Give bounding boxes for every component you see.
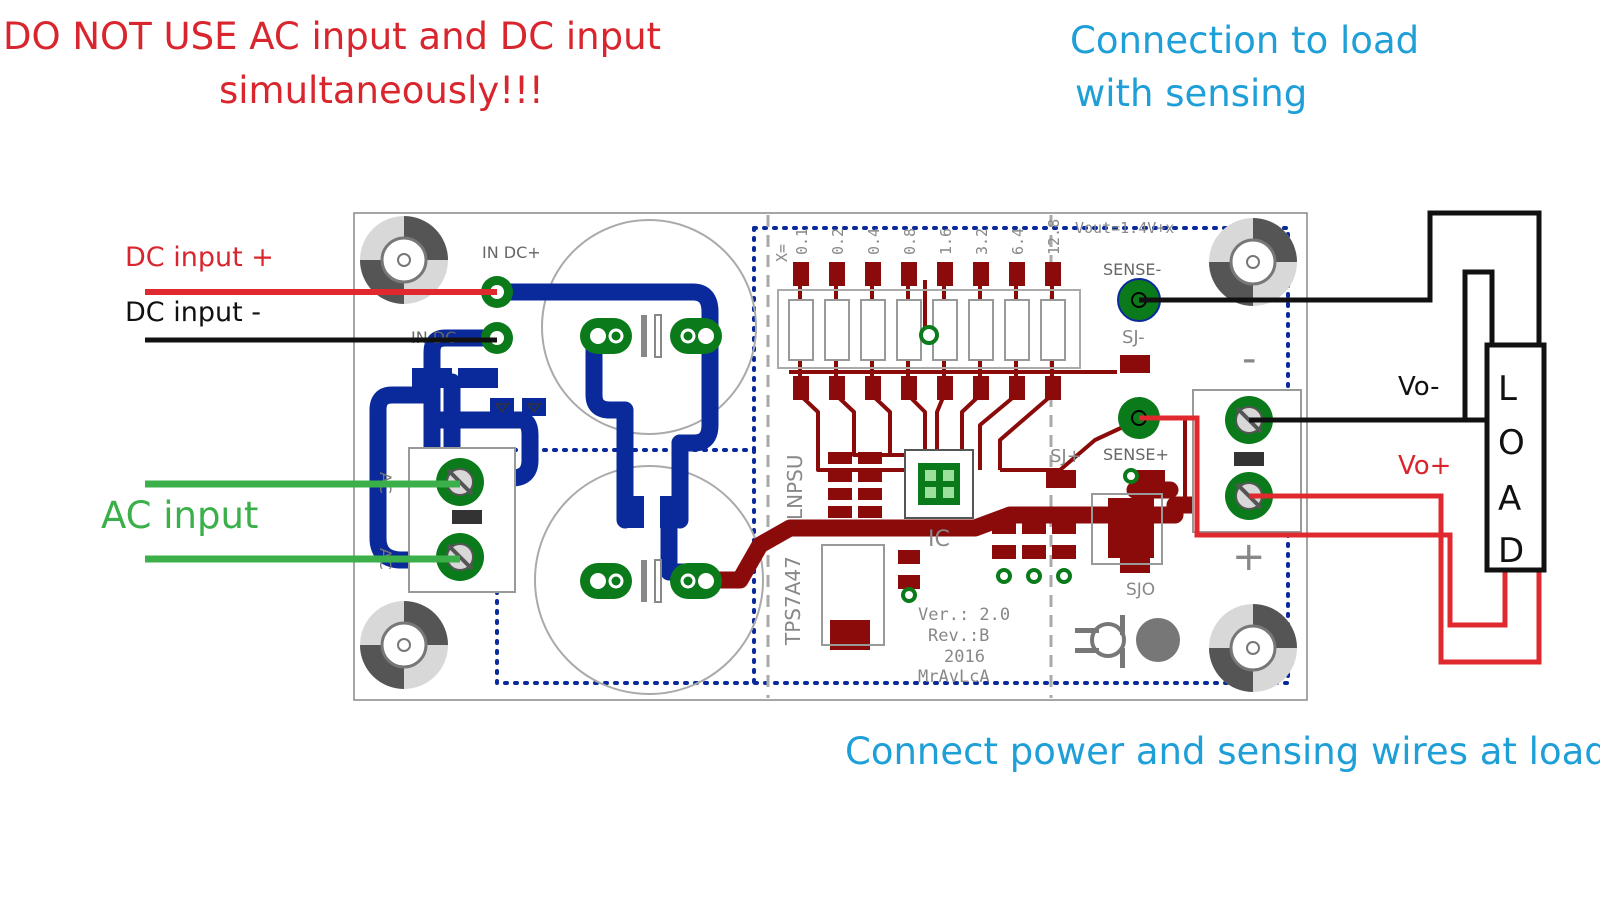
switch-value-label: 0.4: [865, 228, 883, 255]
ac-input-label: AC input: [101, 494, 259, 537]
tps-label: TPS7A47: [781, 556, 805, 646]
capacitor-bottom-pads: [580, 559, 722, 603]
sj-minus-label: SJ-: [1122, 327, 1145, 348]
ic-label: IC: [928, 527, 950, 552]
mounting-hole-tr: [1209, 218, 1297, 306]
vout-label: Vout=1.4V+x: [1075, 219, 1174, 237]
dc-input-plus-label: DC input +: [125, 242, 274, 273]
terminal-plus-label: +: [1232, 534, 1266, 580]
bottom-note: Connect power and sensing wires at load: [845, 730, 1600, 773]
capacitor-outline-top: [541, 219, 757, 435]
logo-bug: [1075, 615, 1180, 668]
switch-value-label: 6.4: [1009, 228, 1027, 255]
warning-text-line1: DO NOT USE AC input and DC input: [3, 15, 662, 58]
warning-text-line2: simultaneously!!!: [219, 69, 544, 112]
capacitor-outline-bottom: [534, 465, 764, 695]
sjo-label: SJO: [1126, 580, 1155, 600]
wire-sense-plus: [1139, 415, 1508, 628]
smd-outlines: [821, 493, 1163, 646]
mounting-hole-bl: [360, 601, 448, 689]
version-label: Ver.: 2.0: [918, 605, 1010, 625]
ground-pour-outline: [495, 226, 1290, 685]
author-label: MrAvLcA: [918, 667, 990, 687]
connection-title-line2: with sensing: [1075, 72, 1308, 115]
load-letter: L: [1498, 369, 1517, 409]
dip-switch-pads: [793, 262, 1061, 400]
load-letter: D: [1498, 531, 1525, 571]
via: [919, 325, 939, 345]
vo-minus-label: Vo-: [1398, 372, 1440, 402]
load-letter: O: [1498, 423, 1525, 463]
load-box: [1484, 342, 1547, 573]
lnpsu-label: LNPSU: [783, 455, 807, 521]
switch-value-label: 0.2: [829, 228, 847, 255]
year-label: 2016: [944, 647, 985, 667]
sense-minus-label: SENSE-: [1103, 260, 1161, 279]
switch-value-label: 0.8: [901, 228, 919, 255]
blue-diode-pads: [412, 368, 682, 528]
in-dc-plus-label: IN DC+: [482, 243, 541, 262]
switch-value-label: 1.6: [937, 228, 955, 255]
switch-value-label: 0.1: [793, 228, 811, 255]
switch-value-label: 3.2: [973, 228, 991, 255]
dc-input-minus-label: DC input -: [125, 297, 262, 328]
revision-label: Rev.:B: [928, 626, 989, 646]
dip-switch-outline: [777, 289, 1081, 369]
wire-sense-minus: [1139, 210, 1542, 345]
diode-symbols: [494, 403, 542, 414]
regulator-ic: [904, 449, 974, 519]
mounting-hole-br: [1209, 604, 1297, 692]
test-pads: [901, 468, 1139, 603]
sense-plus-label: SENSE+: [1103, 445, 1169, 464]
load-letter: A: [1498, 479, 1522, 519]
x-label: X=: [773, 244, 791, 262]
switch-value-label: 12.8: [1045, 219, 1063, 255]
smd-components: [828, 355, 1165, 650]
wire-vo-plus: [1249, 493, 1542, 665]
capacitor-top-pads: [580, 314, 722, 358]
terminal-minus-label: -: [1242, 336, 1256, 382]
connection-title-line1: Connection to load: [1070, 19, 1420, 62]
vo-plus-label: Vo+: [1398, 451, 1452, 481]
sj-plus-label: SJ+: [1050, 446, 1082, 467]
dip-value-labels: 0.1 0.2 0.4 0.8 1.6 3.2 6.4 12.8 X=: [773, 219, 1063, 262]
